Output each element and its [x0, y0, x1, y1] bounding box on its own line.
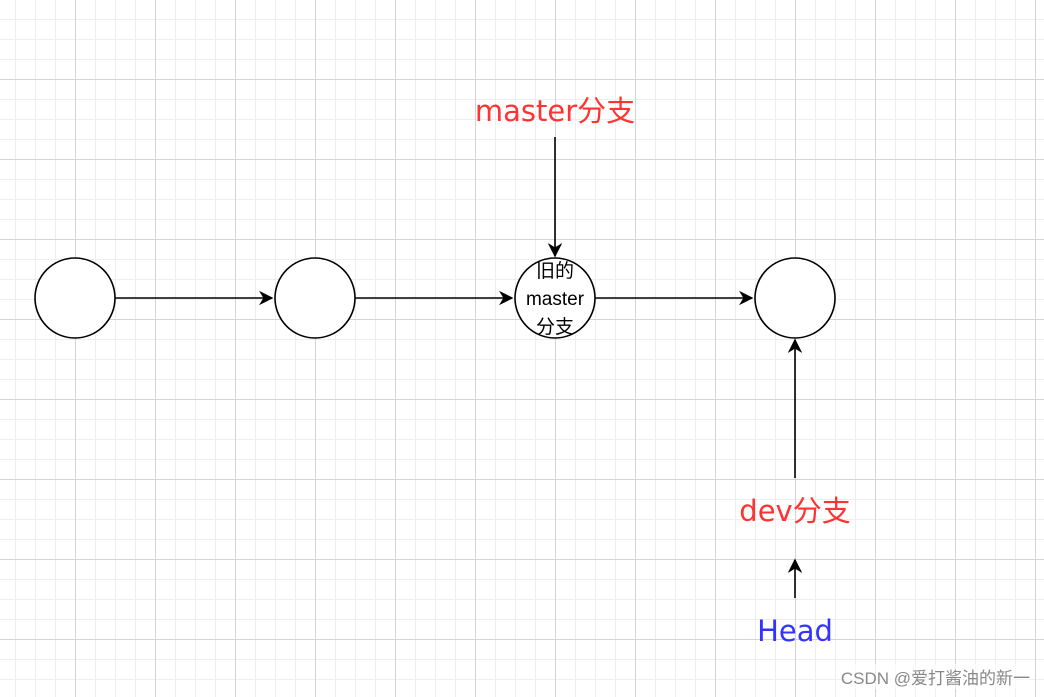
commit-node-3-text-line-1: 旧的	[536, 260, 574, 282]
dev-branch-label: dev分支	[739, 494, 850, 528]
commit-node-4	[754, 257, 836, 339]
commit-node-3-text-line-3: 分支	[536, 316, 574, 338]
commit-node-1	[34, 257, 116, 339]
master-branch-label: master分支	[475, 94, 635, 128]
watermark: CSDN @爱打酱油的新一	[840, 664, 1030, 689]
commit-node-3-text-line-2: master	[526, 289, 585, 310]
commit-node-2	[274, 257, 356, 339]
head-label: Head	[757, 614, 833, 648]
commit-node-3	[514, 257, 596, 339]
